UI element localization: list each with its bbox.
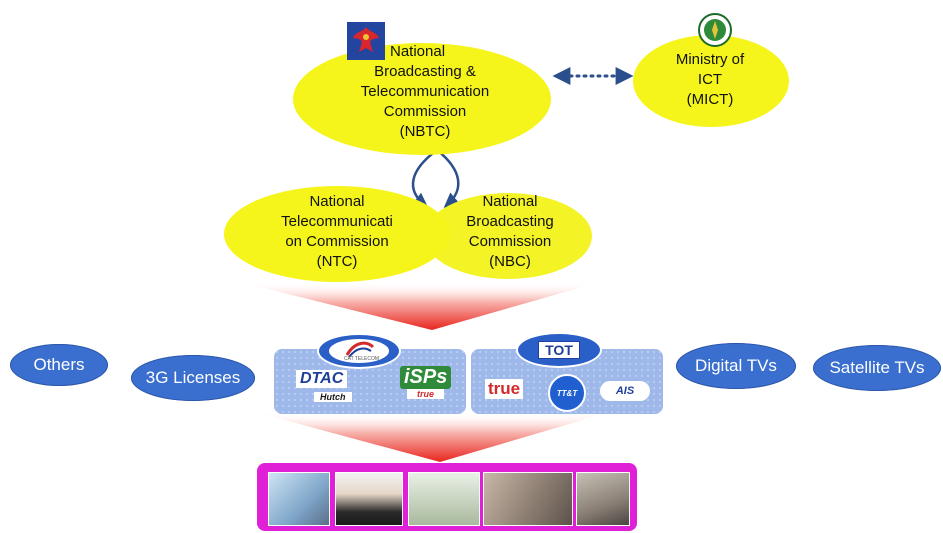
tot-text: TOT (538, 341, 580, 359)
ttt-logo: TT&T (548, 374, 586, 412)
nbtc-seal-icon (347, 22, 385, 60)
ais-text: AIS (615, 385, 635, 397)
funnel-bottom (255, 412, 610, 462)
satellite-tvs-label: Satellite TVs (829, 358, 925, 377)
photo-woman-phone (483, 472, 573, 526)
ntc-ellipse (224, 186, 450, 282)
3g-licenses-oval: 3G Licenses (131, 355, 255, 401)
ntc-label: National Telecommunicati on Commission (… (281, 193, 393, 270)
digital-tvs-label: Digital TVs (695, 356, 777, 375)
nbc-ellipse (424, 193, 592, 279)
ais-logo: AIS (600, 381, 650, 401)
photo-family-tv (408, 472, 480, 526)
ttt-text: TT&T (556, 388, 578, 398)
satellite-tvs-oval: Satellite TVs (813, 345, 941, 391)
cat-telecom-text: CAT TELECOM (344, 356, 380, 362)
mict-ellipse (633, 35, 789, 127)
dtac-logo: DTAC (296, 370, 348, 388)
photo-tv-viewer (268, 472, 330, 526)
3g-licenses-label: 3G Licenses (145, 368, 241, 387)
nbtc-label: National Broadcasting & Telecommunicatio… (360, 43, 490, 140)
others-oval: Others (10, 344, 108, 386)
cat-telecom-logo: CAT TELECOM (317, 333, 401, 369)
photo-phone-user (335, 472, 403, 526)
hutch-logo: Hutch (314, 392, 352, 402)
nbtc-ellipse (293, 43, 551, 155)
true-small-logo: true (407, 389, 445, 399)
digital-tvs-oval: Digital TVs (676, 343, 796, 389)
isps-logo: iSPs (400, 366, 452, 389)
true-logo: true (485, 379, 524, 399)
funnel-top (240, 282, 600, 330)
nbtc-to-ntc-arrow (411, 148, 438, 208)
mict-seal-icon (697, 12, 733, 48)
tot-logo: TOT (516, 332, 602, 368)
photo-mobile-hands (576, 472, 630, 526)
nbtc-to-nbc-arrow (436, 149, 461, 208)
mict-label: Ministry of ICT (MICT) (675, 51, 745, 108)
nbc-label: National Broadcasting Commission (NBC) (466, 193, 554, 270)
others-label: Others (33, 355, 85, 374)
